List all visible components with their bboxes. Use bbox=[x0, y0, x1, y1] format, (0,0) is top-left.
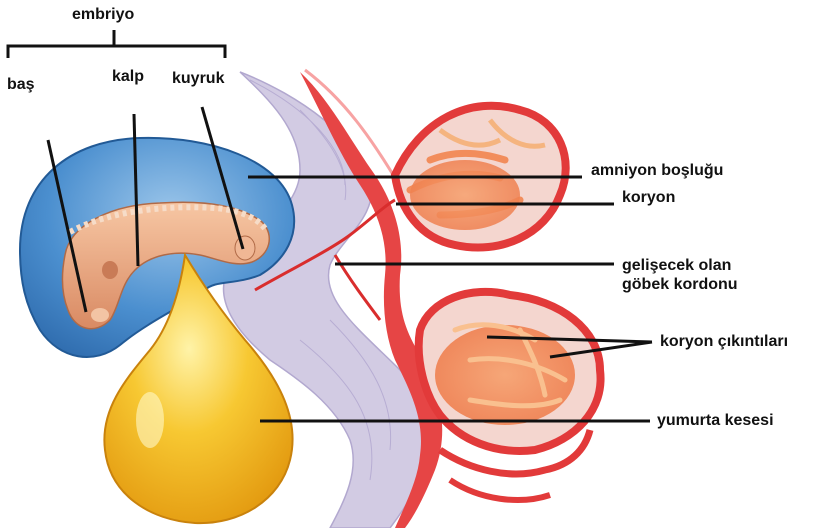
label-head: baş bbox=[7, 76, 35, 94]
embryo-bracket bbox=[8, 30, 225, 58]
label-umbilical-cord-line2: göbek kordonu bbox=[622, 276, 738, 294]
label-heart: kalp bbox=[112, 68, 144, 86]
label-amniotic-cavity: amniyon boşluğu bbox=[591, 162, 723, 180]
label-chorion: koryon bbox=[622, 189, 675, 207]
label-embryo: embriyo bbox=[72, 6, 134, 24]
label-yolk-sac: yumurta kesesi bbox=[657, 412, 774, 430]
label-chorionic-villi: koryon çıkıntıları bbox=[660, 333, 788, 351]
label-umbilical-cord-line1: gelişecek olan bbox=[622, 257, 731, 275]
label-tail: kuyruk bbox=[172, 70, 224, 88]
villi-lower bbox=[419, 292, 601, 500]
